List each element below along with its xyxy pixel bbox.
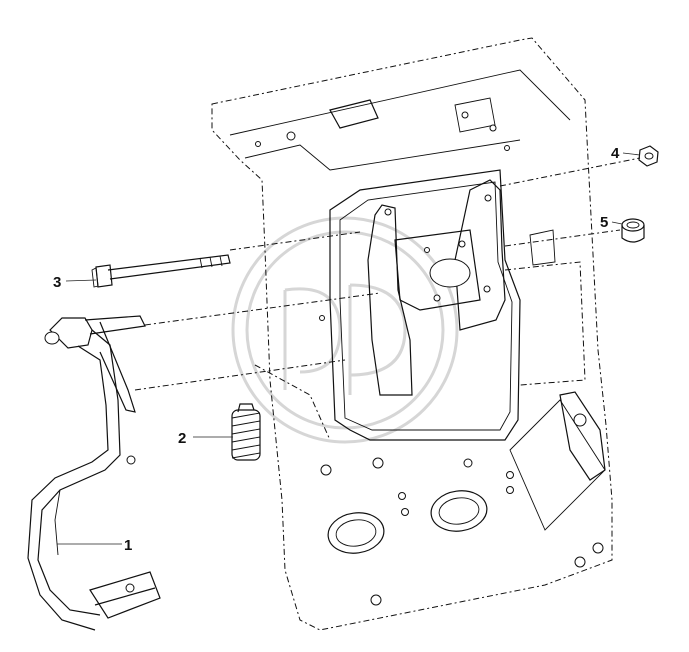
pivot-bolt xyxy=(91,254,231,288)
callout-labels: 1 2 3 4 5 xyxy=(53,145,620,554)
watermark-logo xyxy=(231,216,459,444)
callout-4: 4 xyxy=(611,145,620,162)
callout-3: 3 xyxy=(53,274,61,291)
leader-lines xyxy=(57,152,641,545)
assembly-guide-lines xyxy=(134,157,641,441)
bushing xyxy=(621,218,645,243)
nut xyxy=(638,145,659,167)
dash-panel-bracket xyxy=(211,37,613,631)
callout-5: 5 xyxy=(600,214,608,231)
brake-pedal xyxy=(27,315,161,631)
callout-1: 1 xyxy=(124,537,132,554)
callout-2: 2 xyxy=(178,430,186,447)
return-spring xyxy=(231,403,261,461)
